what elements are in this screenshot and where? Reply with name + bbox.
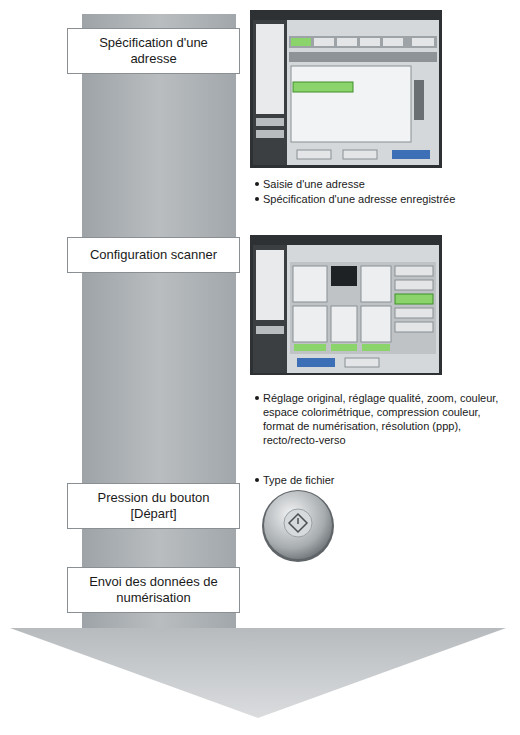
bullet-note: Réglage original, réglage qualité, zoom,… (254, 391, 508, 447)
screen-address (250, 10, 442, 168)
process-box: Envoi des données de numérisation (67, 567, 240, 613)
screen-scanner (250, 235, 442, 375)
note-text: Spécification d'une adresse enregistrée (263, 193, 455, 205)
step-label: Pression du bouton [Départ] (76, 490, 231, 522)
step-label: Spécification d'une adresse (76, 35, 231, 67)
bullet-dot (255, 478, 259, 482)
note-text: Saisie d'une adresse (263, 178, 365, 190)
note-text: Réglage original, réglage qualité, zoom,… (263, 392, 498, 446)
note-text: Type de fichier (263, 474, 335, 486)
flow-arrowhead (10, 628, 506, 718)
process-box: Spécification d'une adresse (67, 28, 240, 74)
bullet-note: Spécification d'une adresse enregistrée (254, 192, 520, 206)
bullet-dot (255, 182, 259, 186)
step-label: Envoi des données de numérisation (76, 574, 231, 606)
bullet-note: Saisie d'une adresse (254, 177, 513, 191)
flow-band (82, 14, 236, 630)
bullet-dot (255, 396, 259, 400)
bullet-note: Type de fichier (254, 473, 463, 487)
process-box: Configuration scanner (67, 237, 240, 273)
step-label: Configuration scanner (76, 247, 231, 263)
start-button (262, 490, 334, 562)
process-box: Pression du bouton [Départ] (67, 483, 240, 529)
bullet-dot (255, 197, 259, 201)
